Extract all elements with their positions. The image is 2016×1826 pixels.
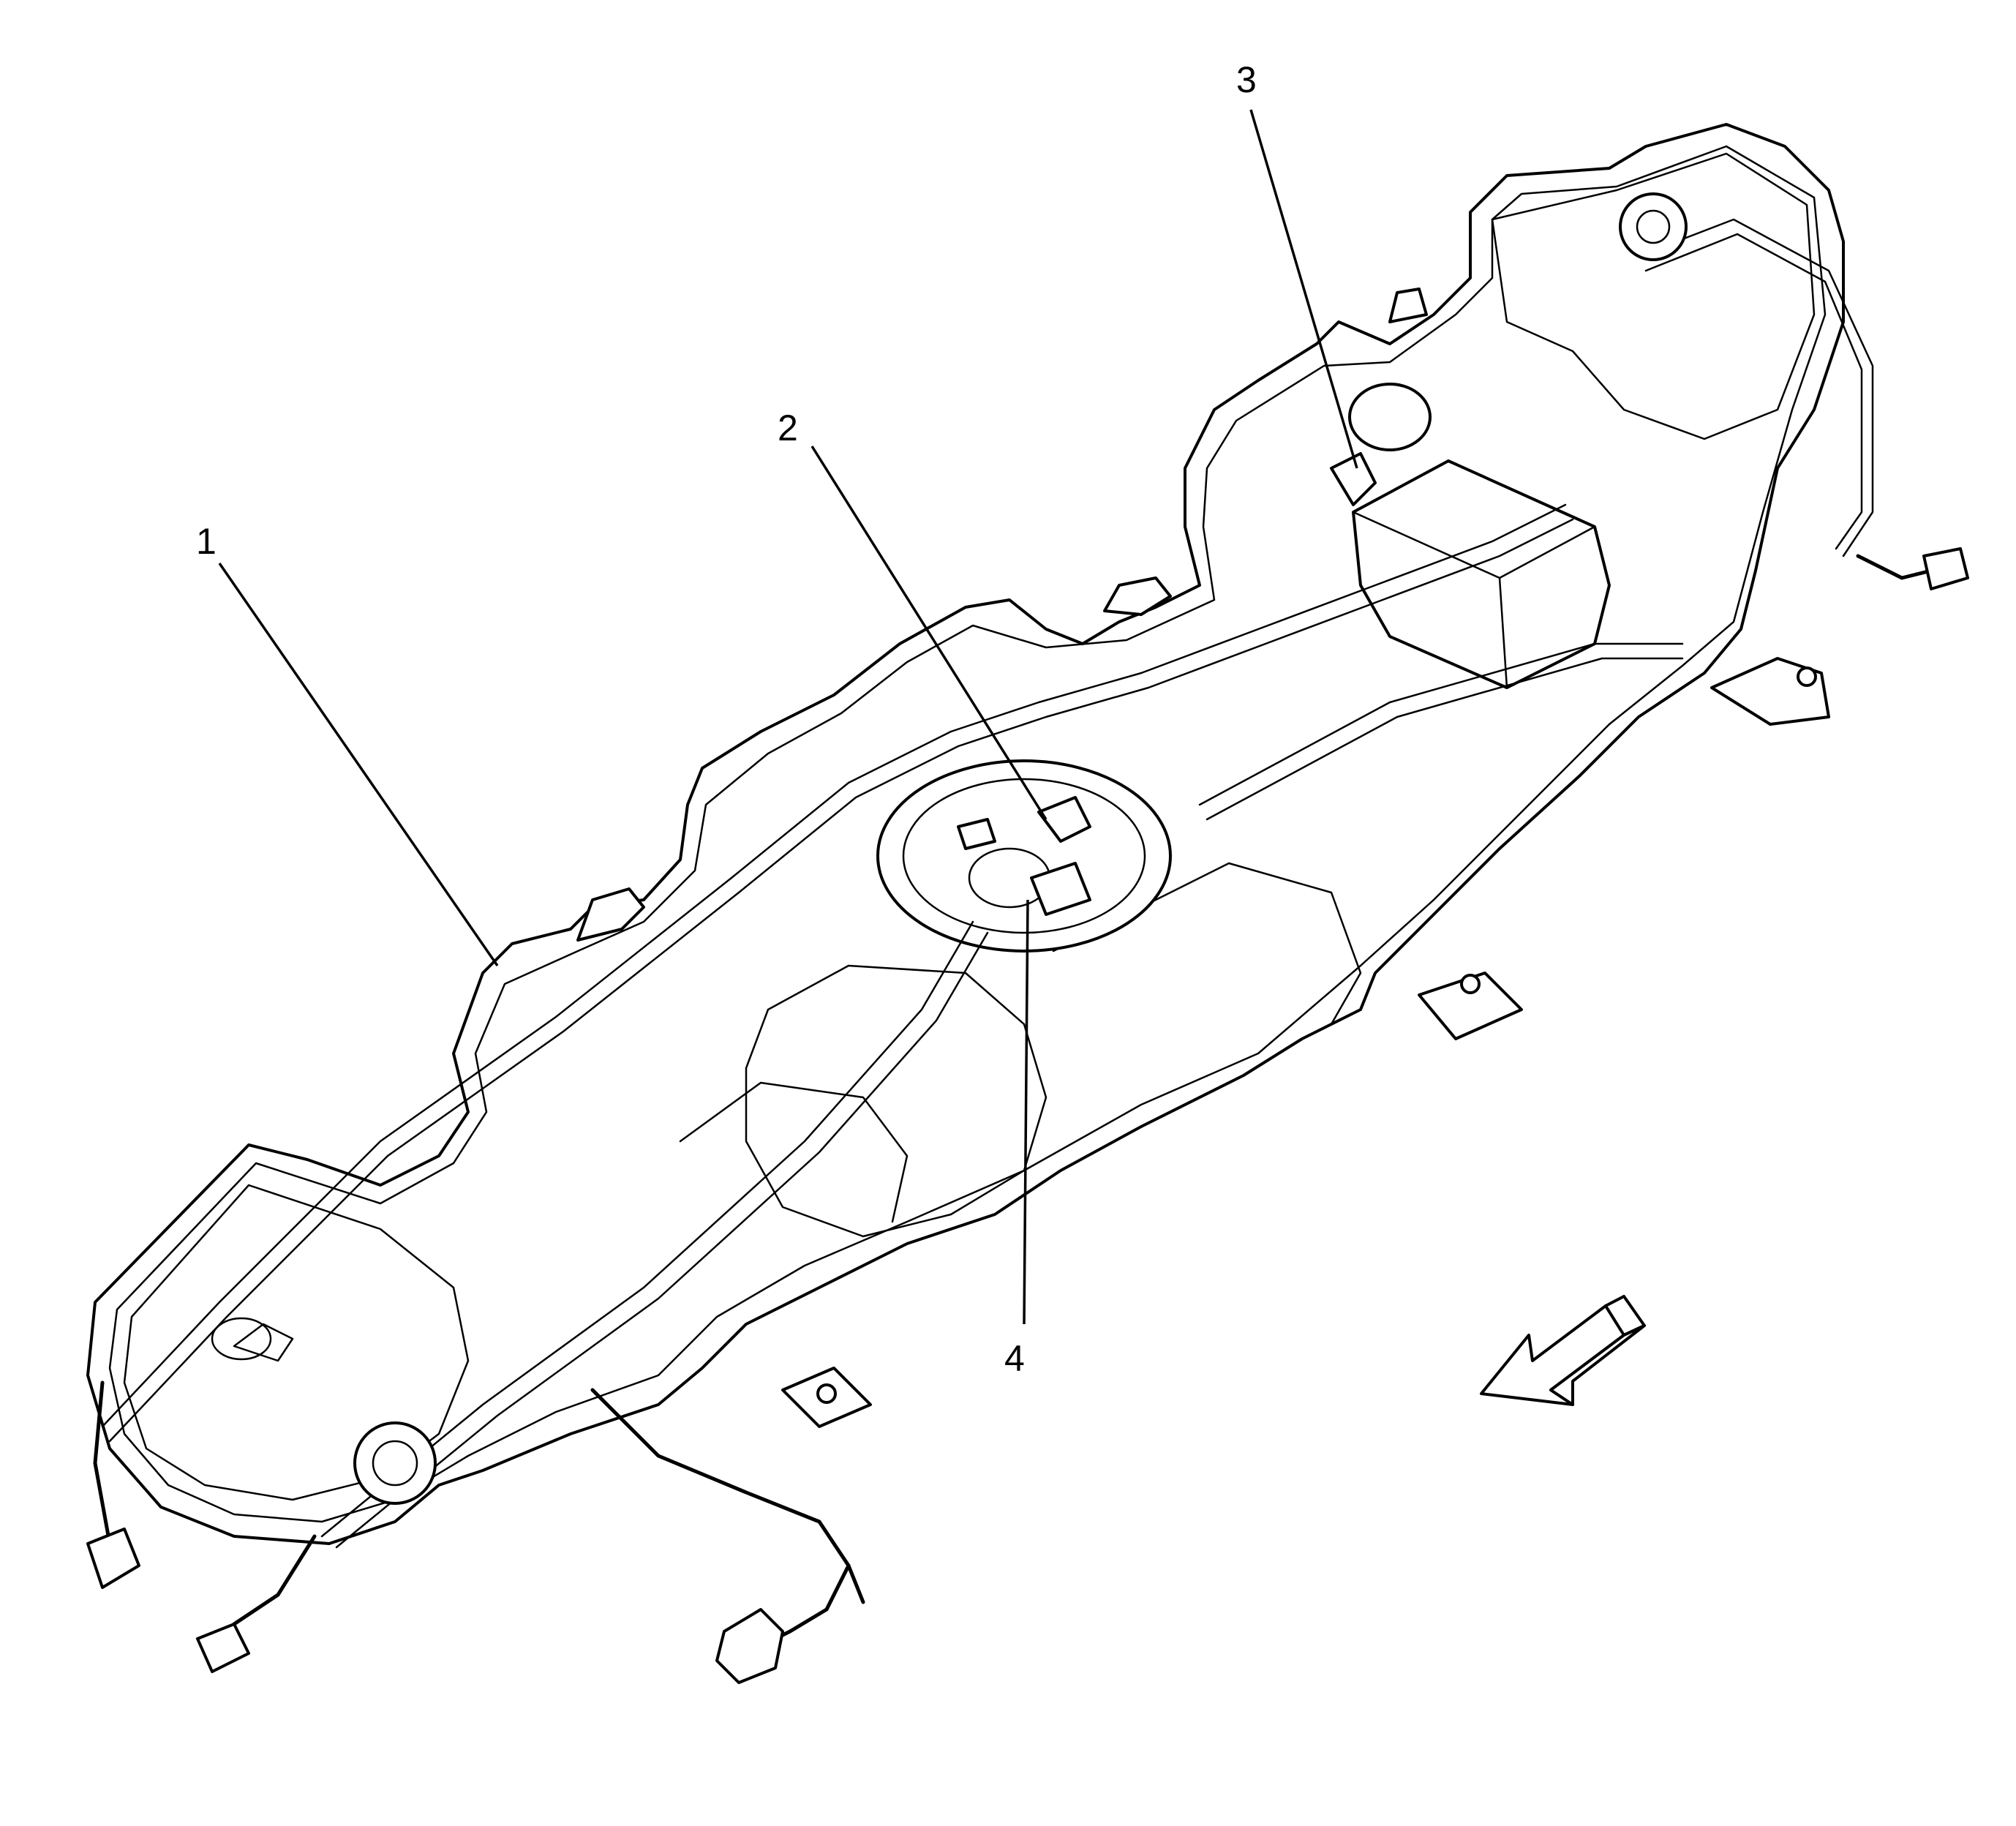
leader-line-2: [810, 446, 1048, 820]
callout-label-3: 3: [1236, 59, 1257, 100]
fuel-line-connector-rear: [1922, 547, 1969, 590]
tank-right-pod: [1491, 152, 1816, 440]
fuel-line-connector-front: [86, 1528, 140, 1589]
callout-label-2: 2: [778, 407, 798, 448]
fuel-line-return: [108, 518, 1574, 1443]
fuel-line-connector-left: [196, 1623, 250, 1673]
callout-label-4: 4: [1004, 1338, 1025, 1379]
callout-leaders: [218, 109, 1358, 1325]
tank-center-sump: [745, 964, 1048, 1238]
leader-line-3: [1249, 109, 1358, 469]
leader-line-4: [1023, 899, 1029, 1325]
leader-line-1: [218, 563, 499, 966]
wiring-harness: [590, 1388, 851, 1648]
callout-label-1: 1: [196, 521, 217, 562]
evap-line: [320, 920, 974, 1538]
fuel-pump-module: [876, 759, 1172, 953]
filler-neck: [353, 1421, 437, 1505]
harness-connector: [715, 1608, 784, 1684]
front-direction-arrow-icon: [1480, 1295, 1646, 1406]
fuel-tank-top-surface: [108, 145, 1827, 1523]
fuel-line-main: [101, 503, 1567, 1428]
fuel-tank: [86, 123, 1969, 1684]
callout-labels: 1 2 3 4: [196, 59, 1257, 1379]
